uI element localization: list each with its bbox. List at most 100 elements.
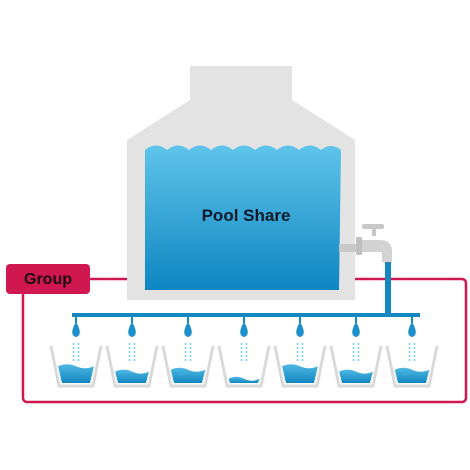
water-droplet	[245, 342, 248, 346]
water-droplet	[189, 342, 192, 346]
faucet	[339, 224, 392, 262]
water-droplet	[240, 358, 243, 362]
water-drop-icon	[128, 322, 136, 337]
water-droplet	[240, 350, 243, 354]
cup-water	[58, 364, 94, 383]
water-droplet	[408, 354, 411, 358]
tank: Pool Share	[127, 66, 355, 300]
water-drop-icon	[72, 322, 80, 337]
cup-feed-stem	[299, 313, 301, 323]
water-droplet	[184, 342, 187, 346]
water-droplet	[72, 358, 75, 362]
water-drop-icon	[408, 322, 416, 337]
faucet-stem	[372, 226, 376, 236]
group-label: Group	[24, 271, 72, 288]
water-droplet	[189, 358, 192, 362]
water-droplet	[352, 354, 355, 358]
cup	[49, 313, 103, 388]
water-droplet	[357, 350, 360, 354]
water-droplet	[184, 346, 187, 350]
water-droplet	[72, 342, 75, 346]
water-droplet	[77, 346, 80, 350]
cup-water	[394, 367, 430, 383]
water-droplet	[240, 354, 243, 358]
cup-glass	[329, 345, 383, 388]
cup	[273, 313, 327, 388]
water-droplet	[408, 342, 411, 346]
water-droplet	[133, 354, 136, 358]
water-droplet	[301, 346, 304, 350]
group-badge-bg	[6, 264, 90, 294]
cup-glass	[105, 345, 159, 388]
cup-glass	[217, 345, 271, 388]
water-droplet	[413, 346, 416, 350]
water-droplet	[77, 358, 80, 362]
water-droplet	[72, 346, 75, 350]
cup-glass	[385, 345, 439, 388]
cup	[105, 313, 159, 388]
cup	[217, 313, 271, 388]
cup	[385, 313, 439, 388]
cup-feed-stem	[187, 313, 189, 323]
water-droplet	[357, 346, 360, 350]
water-droplet	[357, 342, 360, 346]
faucet-collar	[356, 237, 362, 255]
water-droplet	[352, 346, 355, 350]
water-droplet	[245, 354, 248, 358]
group-badge: Group	[6, 264, 90, 294]
distribution-pipe	[72, 313, 420, 317]
water-droplet	[77, 342, 80, 346]
cup-water	[339, 369, 373, 383]
water-droplet	[413, 354, 416, 358]
cup	[161, 313, 215, 388]
water-droplet	[189, 350, 192, 354]
water-drop-icon	[352, 322, 360, 337]
water-droplet	[128, 358, 131, 362]
water-droplet	[133, 346, 136, 350]
water-droplet	[352, 350, 355, 354]
water-droplet	[413, 342, 416, 346]
water-droplet	[184, 358, 187, 362]
water-droplet	[184, 354, 187, 358]
cup-feed-stem	[131, 313, 133, 323]
cup-water	[115, 369, 149, 383]
cup	[329, 313, 383, 388]
water-droplet	[133, 350, 136, 354]
water-droplet	[128, 342, 131, 346]
cup-water	[282, 364, 318, 383]
water-droplet	[301, 358, 304, 362]
water-droplet	[128, 350, 131, 354]
cup-feed-stem	[411, 313, 413, 323]
water-droplet	[245, 350, 248, 354]
tank-label: Pool Share	[202, 206, 291, 225]
water-droplet	[296, 354, 299, 358]
water-droplet	[128, 354, 131, 358]
water-droplet	[357, 354, 360, 358]
faucet-spout	[358, 240, 392, 262]
water-droplet	[133, 342, 136, 346]
water-droplet	[408, 350, 411, 354]
water-droplet	[296, 350, 299, 354]
water-droplet	[189, 346, 192, 350]
water-drop-icon	[184, 322, 192, 337]
water-droplet	[245, 346, 248, 350]
water-droplet	[301, 354, 304, 358]
water-droplet	[184, 350, 187, 354]
water-droplet	[296, 358, 299, 362]
water-droplet	[352, 342, 355, 346]
cup-feed-stem	[355, 313, 357, 323]
cup-water	[228, 376, 260, 383]
water-droplet	[301, 342, 304, 346]
water-droplet	[245, 358, 248, 362]
water-droplet	[133, 358, 136, 362]
water-droplet	[72, 354, 75, 358]
water-droplet	[413, 358, 416, 362]
water-drop-icon	[296, 322, 304, 337]
water-droplet	[408, 358, 411, 362]
faucet-pipe-in	[339, 244, 361, 252]
water-droplet	[128, 346, 131, 350]
cup-water	[170, 367, 206, 383]
cup-glass	[273, 345, 327, 388]
